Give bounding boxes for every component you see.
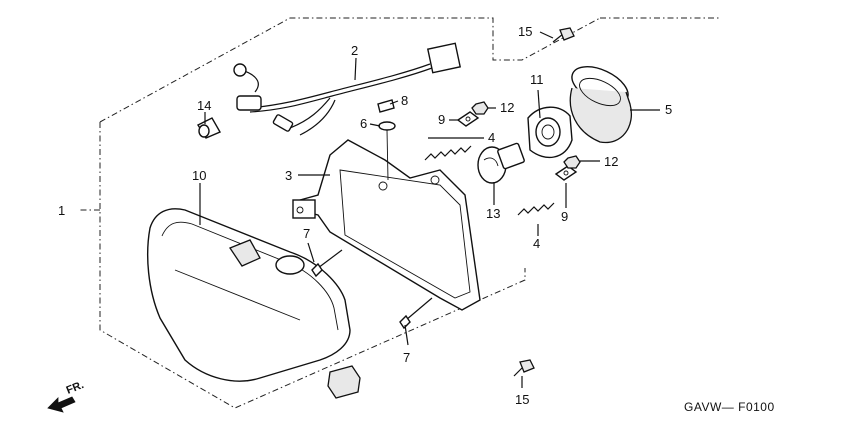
callout-6: 6 [360,116,367,131]
callout-7-lower: 7 [403,350,410,365]
headlight-bracket [292,139,481,311]
front-marker-label: FR. [65,379,86,397]
wire-harness [233,42,462,136]
callout-8: 8 [401,93,408,108]
headlight-bulb [477,142,525,184]
screw-lower [399,297,433,330]
bolt-bottom [513,359,535,377]
callout-11: 11 [530,72,544,87]
bulb-socket [527,106,573,159]
leader-lines [199,31,660,388]
callout-5: 5 [665,102,672,117]
nut-lower [563,155,581,169]
spring-lower [517,202,555,216]
front-direction-marker: FR. [47,379,86,413]
position-bulb [197,117,221,139]
spring-upper [424,145,472,161]
diagram-code: GAVW— F0100 [684,400,775,414]
callout-2: 2 [351,43,358,58]
callout-13: 13 [486,206,500,221]
callout-15-bottom: 15 [515,392,529,407]
callout-3: 3 [285,168,292,183]
adjuster-plate-upper [456,111,480,127]
callout-labels: 1 2 3 4 4 5 6 7 7 8 9 9 10 11 12 12 13 1… [58,24,672,407]
screw-upper [311,249,343,278]
callout-4-upper: 4 [488,130,495,145]
dust-cover [569,66,632,144]
callout-12-upper: 12 [500,100,514,115]
callout-15-top: 15 [518,24,532,39]
assembly-boundary [78,17,720,409]
nut-upper [471,101,489,115]
bolt-top [552,27,575,43]
front-arrow-icon [47,396,76,413]
callout-14: 14 [197,98,211,113]
callout-7-upper: 7 [303,226,310,241]
callout-9-upper: 9 [438,112,445,127]
headlight-unit [146,208,361,399]
callout-1: 1 [58,203,65,218]
callout-12-lower: 12 [604,154,618,169]
callout-9-lower: 9 [561,209,568,224]
callout-10: 10 [192,168,206,183]
callout-4-lower: 4 [533,236,540,251]
adjuster-plate-lower [554,165,578,181]
